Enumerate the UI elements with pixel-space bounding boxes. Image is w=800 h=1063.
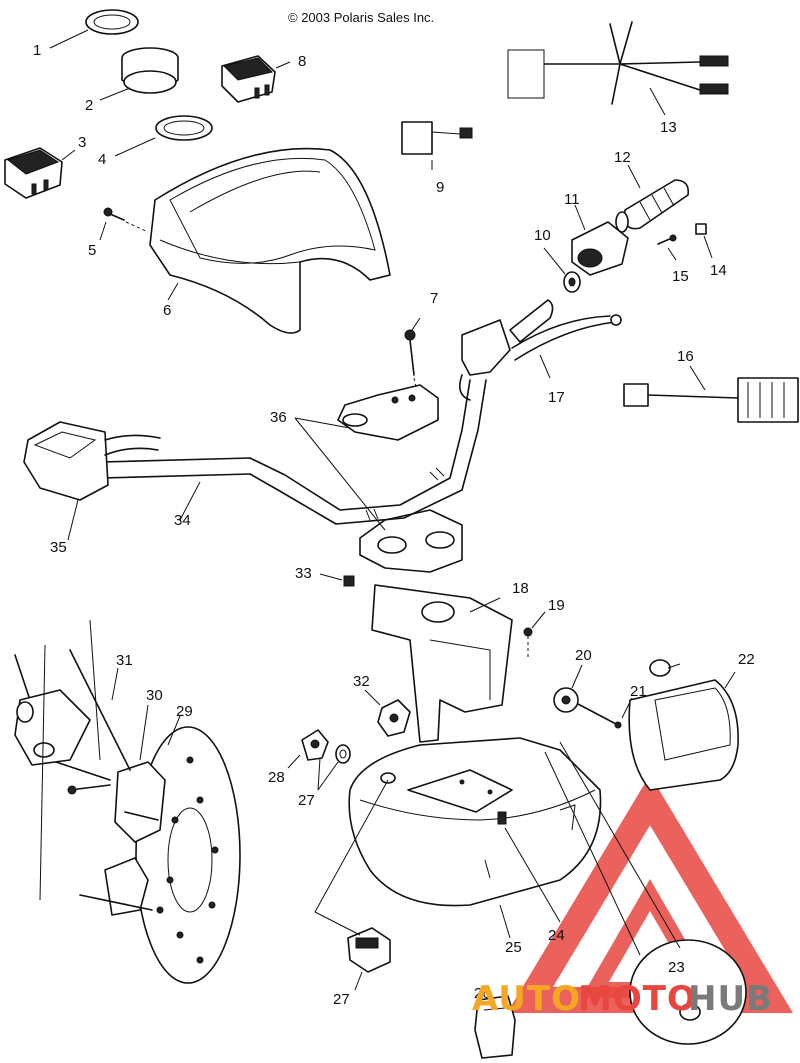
callout-32: 32	[353, 673, 370, 690]
watermark-auto: AUTO	[472, 979, 581, 1019]
part-4-ring	[114, 115, 213, 157]
callout-23: 23	[668, 959, 685, 976]
part-2-gauge	[99, 47, 179, 101]
part-34-handlebar	[101, 379, 487, 525]
part-11-throttle-housing	[571, 204, 629, 276]
callout-22: 22	[738, 651, 755, 668]
callout-33: 33	[295, 565, 312, 582]
part-33-nut	[319, 573, 355, 587]
watermark-text: AUTO MOTO HUB	[472, 979, 773, 1019]
callout-16: 16	[677, 348, 694, 365]
callout-5: 5	[88, 242, 96, 259]
callout-27-upper: 27	[298, 792, 315, 809]
callout-25: 25	[505, 939, 522, 956]
callout-36: 36	[270, 409, 287, 426]
part-28-socket	[287, 729, 329, 769]
part-25-lower-pod	[348, 737, 602, 939]
part-15-screw	[657, 234, 677, 261]
callout-1: 1	[33, 42, 41, 59]
part-3-relay	[4, 147, 76, 199]
part-21-bolt	[577, 697, 633, 729]
callout-18: 18	[512, 580, 529, 597]
part-32-clip	[364, 689, 411, 737]
callout-21: 21	[630, 683, 647, 700]
callout-9: 9	[436, 179, 444, 196]
callout-8: 8	[298, 53, 306, 70]
part-24-bumper	[497, 811, 561, 923]
callout-28: 28	[268, 769, 285, 786]
callout-14: 14	[710, 262, 727, 279]
watermark-hub: HUB	[688, 979, 773, 1019]
callout-35: 35	[50, 539, 67, 556]
part-8-relay	[221, 55, 291, 103]
callout-6: 6	[163, 302, 171, 319]
callout-29: 29	[176, 703, 193, 720]
callout-24: 24	[548, 927, 565, 944]
part-35-master-cylinder	[23, 421, 161, 541]
part-18-bracket	[371, 584, 513, 743]
part-27-grommet-upper	[317, 744, 351, 791]
callout-17: 17	[548, 389, 565, 406]
callout-27-lower: 27	[333, 991, 350, 1008]
callout-31: 31	[116, 652, 133, 669]
callout-4: 4	[98, 151, 106, 168]
part-6-pod-cover	[149, 147, 391, 334]
part-17-brake-lever	[459, 299, 622, 401]
part-9-connector	[401, 121, 473, 170]
fork-tubes	[39, 619, 101, 901]
callout-12: 12	[614, 149, 631, 166]
part-29-brake-disc	[135, 715, 241, 984]
copyright-text: © 2003 Polaris Sales Inc.	[288, 10, 434, 25]
part-26-clamp	[474, 995, 516, 1059]
part-12-grip	[615, 164, 690, 233]
part-27-socket-lower	[314, 779, 391, 991]
part-1-ring	[49, 9, 139, 49]
part-14-cap	[695, 223, 713, 259]
part-23-bulb-detail	[544, 741, 747, 1045]
callout-26: 26	[474, 985, 491, 1002]
callout-19: 19	[548, 597, 565, 614]
part-7-bolt	[404, 317, 425, 421]
callout-7: 7	[430, 290, 438, 307]
part-13-wiring-harness	[507, 21, 729, 116]
callout-2: 2	[85, 97, 93, 114]
callout-labels: 1 2 3 4 5 6 7 8 9 10 11 12 13 14 15 16 1…	[33, 42, 755, 1008]
callout-11: 11	[564, 191, 580, 208]
part-10-washer	[543, 247, 581, 293]
part-22-headlight	[628, 659, 739, 791]
part-36-handlebar-clamp	[294, 384, 463, 573]
part-30-caliper	[79, 704, 166, 916]
callout-20: 20	[575, 647, 592, 664]
callout-13: 13	[660, 119, 677, 136]
part-20-adjuster	[553, 664, 583, 713]
part-19-screw	[523, 611, 546, 660]
watermark-moto: MOTO	[578, 979, 697, 1019]
callout-10: 10	[534, 227, 551, 244]
callout-30: 30	[146, 687, 163, 704]
part-5-screw	[99, 207, 149, 241]
callout-15: 15	[672, 268, 689, 285]
callout-3: 3	[78, 134, 86, 151]
callout-34: 34	[174, 512, 191, 529]
part-31-brake-hose	[14, 649, 131, 795]
part-16-grip-heater	[623, 365, 799, 423]
